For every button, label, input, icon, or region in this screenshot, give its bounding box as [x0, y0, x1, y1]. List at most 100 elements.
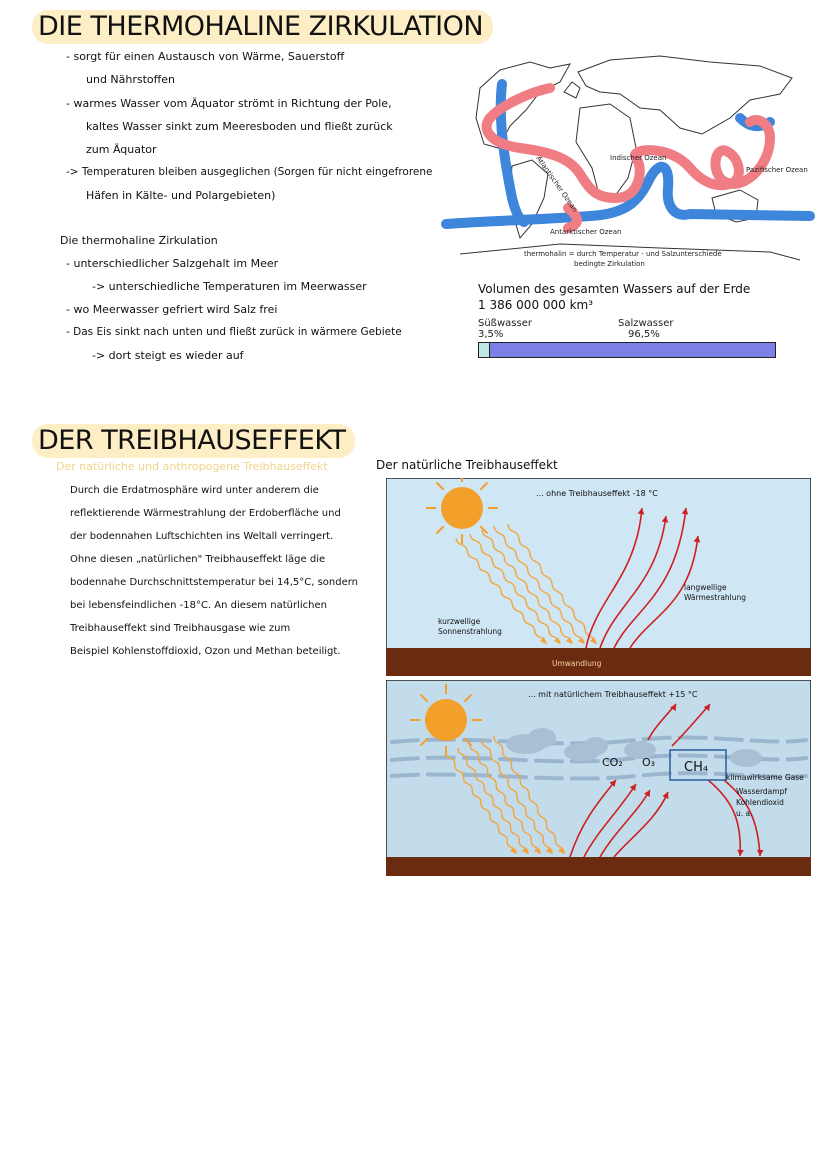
sun-disc [425, 699, 467, 741]
heat-ray [707, 779, 742, 857]
ocean-currents-map: Atlantischer Ozean Indischer Ozean Pazif… [441, 55, 815, 268]
sub-bullet: - unterschiedlicher Salzgehalt im Meer [66, 257, 279, 270]
heat-ray [599, 789, 651, 858]
sun-ray [419, 737, 429, 747]
paragraph-line: Ohne diesen „natürlichen" Treibhauseffek… [70, 554, 326, 565]
fresh-water-segment [479, 343, 491, 357]
salt-water-label: Salzwasser [618, 318, 674, 329]
sub-bullet: -> unterschiedliche Temperaturen im Meer… [92, 280, 367, 293]
heat-arrowhead [637, 508, 645, 515]
sun-icon [426, 478, 498, 544]
longwave-label-2: Wärmestrahlung [684, 593, 746, 602]
label-antarctic: Antarktischer Ozean [550, 228, 621, 236]
label-pacific: Pazifischer Ozean [746, 166, 808, 174]
sub-bullet: -> dort steigt es wieder auf [92, 349, 244, 362]
paragraph-line: reflektierende Wärmestrahlung der Erdobe… [70, 508, 341, 519]
shortwave-label-2: Sonnenstrahlung [438, 627, 502, 636]
sub-bullet: - wo Meerwasser gefriert wird Salz frei [66, 303, 278, 316]
gas-co2: CO₂ [602, 756, 623, 769]
panel2-title: ... mit natürlichem Treibhauseffekt +15 … [528, 690, 698, 699]
sun-ray [435, 525, 445, 535]
ray-arrowhead [546, 847, 552, 854]
bullet-line: -> Temperaturen bleiben ausgeglichen (So… [66, 166, 433, 178]
sun-ray [419, 693, 429, 703]
paragraph-line: der bodennahen Luftschichten ins Weltall… [70, 531, 334, 542]
bullet-line: - sorgt für einen Austausch von Wärme, S… [66, 50, 345, 63]
sunlight-ray [457, 747, 529, 855]
bullet-line: Häfen in Kälte- und Polargebieten) [86, 189, 276, 202]
heat-ray [569, 779, 617, 858]
sun-ray [479, 481, 489, 491]
sunlight-ray [469, 743, 541, 855]
gas-ch4: CH₄ [684, 760, 708, 775]
ray-arrowhead [534, 847, 540, 854]
map-caption-line2: bedingte Zirkulation [574, 260, 645, 268]
ground-conversion-label: Umwandlung [552, 659, 602, 668]
paragraph-line: bodennahe Durchschnittstemperatur bei 14… [70, 577, 359, 588]
sunlight-ray [507, 523, 597, 645]
sunlight-rays [445, 735, 565, 855]
bullet-line: und Nährstoffen [86, 73, 175, 86]
heat-arrowhead [737, 849, 744, 856]
sun-ray [435, 481, 445, 491]
heat-arrowhead [756, 849, 764, 856]
heat-ray [599, 515, 667, 649]
bullet-line: kaltes Wasser sinkt zum Meeresboden und … [86, 120, 393, 133]
label-indian: Indischer Ozean [610, 154, 666, 162]
heat-ray [583, 783, 637, 858]
diagram-heading: Der natürliche Treibhauseffekt [376, 458, 558, 472]
greenhouse-subtitle: Der natürliche und anthropogene Treibhau… [56, 460, 328, 473]
water-volume-title: Volumen des gesamten Wassers auf der Erd… [478, 282, 751, 296]
sunlight-ray [493, 525, 585, 645]
paragraph-line: Treibhauseffekt sind Treibhausgase wie z… [70, 623, 291, 634]
ray-arrowhead [566, 637, 572, 644]
heat-arrowhead [609, 780, 616, 787]
heat-arrowhead [681, 508, 689, 515]
panel1-title: ... ohne Treibhauseffekt -18 °C [536, 489, 658, 498]
shortwave-label-1: kurzwellige [438, 617, 481, 626]
sunlight-ray [481, 529, 573, 645]
paragraph-line: Beispiel Kohlenstoffdioxid, Ozon und Met… [70, 646, 341, 657]
heat-ray [629, 535, 699, 649]
fresh-water-label: Süßwasser [478, 318, 532, 329]
map-caption-line1: thermohalin = durch Temperatur - und Sal… [524, 250, 722, 258]
heat-ray [585, 507, 643, 649]
water-volume-bar [478, 342, 776, 358]
heat-arrowhead [693, 536, 701, 543]
gases-label-3: Kohlendioxid [736, 798, 784, 807]
panel2-ground [386, 857, 811, 876]
heat-radiation-arrows [585, 507, 701, 649]
cloud-icons [506, 728, 762, 767]
thermohaline-bullets: - sorgt für einen Austausch von Wärme, S… [0, 0, 440, 380]
section-title-thermohaline: DIE THERMOHALINE ZIRKULATION [32, 10, 494, 44]
ray-arrowhead [558, 847, 564, 854]
ray-arrowhead [522, 847, 528, 854]
heat-arrowhead [703, 704, 710, 711]
sunlight-ray [493, 735, 565, 855]
paragraph-line: bei lebensfeindlichen -18°C. An diesem n… [70, 600, 327, 611]
sun-ray [463, 693, 473, 703]
ray-arrowhead [554, 637, 560, 644]
section-title-greenhouse: DER TREIBHAUSEFFEKT [32, 424, 356, 458]
gases-label-2: Wasserdampf [736, 787, 787, 796]
heat-ray [723, 779, 761, 857]
sunlight-ray [445, 751, 517, 855]
paragraph-line: Durch die Erdatmosphäre wird unter ander… [70, 485, 319, 496]
heat-arrowhead [670, 704, 676, 711]
bullet-line: zum Äquator [86, 143, 157, 156]
heat-arrowhead [629, 784, 636, 791]
heat-arrowhead [644, 790, 650, 797]
bullet-line: - warmes Wasser vom Äquator strömt in Ri… [66, 97, 392, 110]
greenhouse-paragraph: Durch die Erdatmosphäre wird unter ander… [0, 0, 380, 680]
gases-label-4: u. a. [736, 809, 753, 818]
heat-ray [613, 507, 687, 649]
ray-arrowhead [590, 637, 596, 644]
sun-ray [479, 525, 489, 535]
ray-arrowhead [510, 847, 516, 854]
heat-arrowhead [662, 792, 669, 799]
sun-icon [410, 684, 482, 756]
gas-o3: O₃ [642, 756, 655, 769]
sunlight-ray [455, 537, 547, 645]
fresh-water-percent: 3,5% [478, 329, 504, 340]
heat-ray [613, 791, 669, 858]
